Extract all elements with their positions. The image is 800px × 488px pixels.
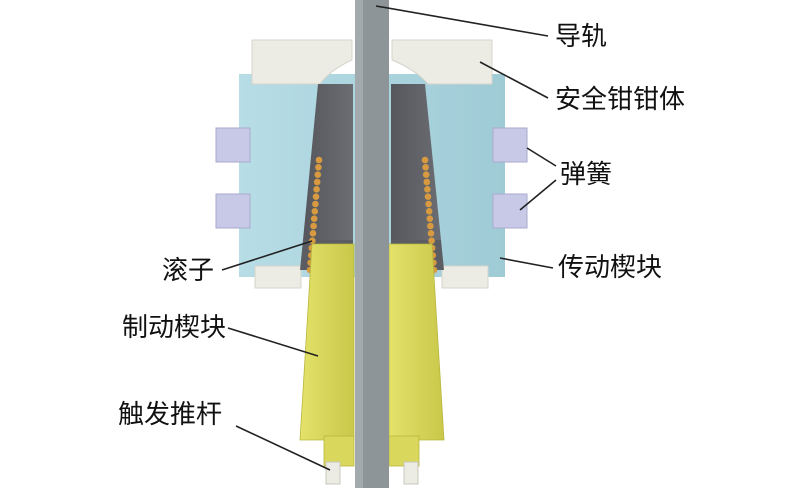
leader-brake-wedge [227,327,319,357]
roller-ball [424,186,431,193]
roller-ball [309,230,317,237]
roller-ball [313,186,320,193]
roller-ball [311,208,319,215]
leader-guide-rail [375,5,549,37]
roller-ball [313,178,321,186]
roller-ball [315,156,323,164]
roller-ball [310,215,318,222]
trigger-rod-right [403,461,419,485]
leader-spring-lower [519,179,557,211]
roller-ball [427,230,435,237]
bottom-plate-right [441,265,489,289]
guide-rail-highlight [355,0,363,488]
label-roller: 滚子 [162,256,215,286]
label-spring: 弹簧 [560,160,613,190]
spring-right-upper [492,127,528,163]
leader-transmission-wedge [499,257,554,269]
label-trigger-pull-rod: 触发推杆 [118,400,223,430]
spring-left-upper [215,127,251,163]
leader-spring-upper [526,147,557,167]
bottom-plate-left [254,265,302,289]
roller-ball [312,193,320,200]
top-cap-left [251,39,353,85]
roller-ball [427,222,434,230]
roller-ball [314,171,322,178]
leader-safety-gear-body [479,61,549,99]
trigger-rod-left [325,461,341,485]
roller-ball [424,193,432,200]
roller-ball [428,237,435,244]
spring-left-lower [215,193,251,229]
roller-ball [425,208,433,215]
roller-ball [421,156,429,164]
leader-trigger-rod [235,425,331,471]
roller-ball [423,178,431,186]
roller-ball [425,200,432,208]
roller-ball [310,222,317,230]
roller-ball [315,164,322,171]
label-brake-wedge: 制动楔块 [122,313,227,343]
top-cap-right [391,39,493,85]
roller-ball [309,237,316,244]
roller-ball [422,164,429,171]
label-transmission-wedge: 传动楔块 [558,253,663,283]
roller-ball [426,215,434,222]
spring-right-lower [492,193,528,229]
brake-wedge-left-stem [323,435,355,467]
roller-ball [312,200,319,208]
label-guide-rail: 导轨 [555,22,608,52]
roller-ball [422,171,430,178]
leader-roller [221,240,313,271]
label-safety-gear-body: 安全钳钳体 [555,85,686,115]
